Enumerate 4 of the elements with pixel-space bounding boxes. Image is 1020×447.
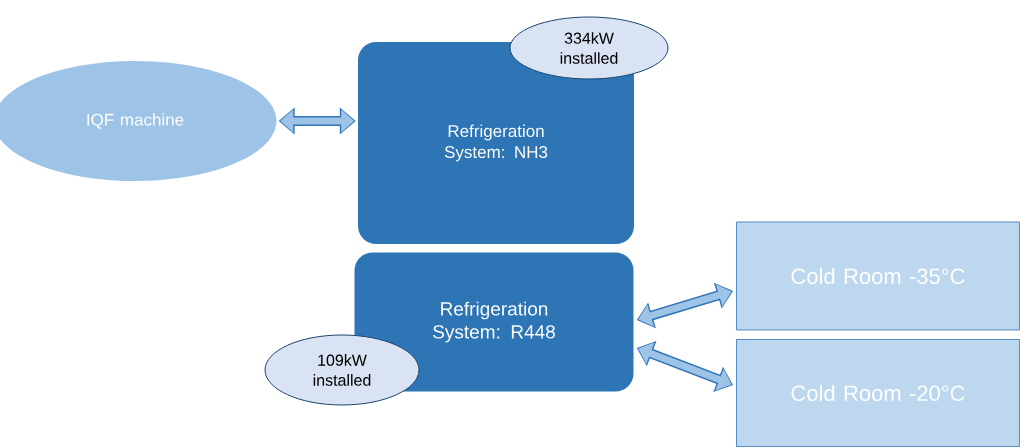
room-box: Cold Room -35°C (736, 221, 1020, 331)
ellipse-node: 334kW installed (509, 16, 669, 80)
ellipse-node: 109kW installed (264, 334, 420, 406)
room-box: Cold Room -20°C (736, 339, 1020, 447)
